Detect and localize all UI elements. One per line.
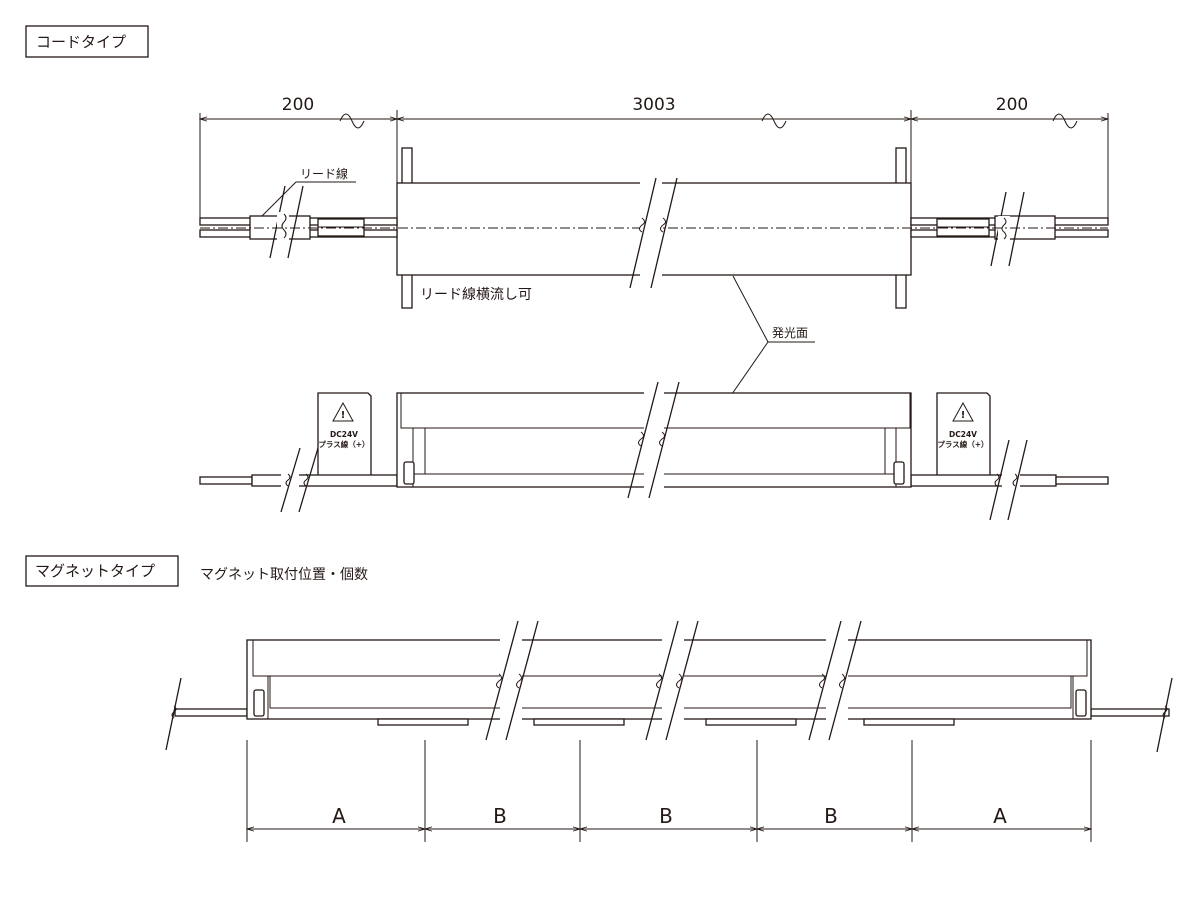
lead-wire-note: リード線横流し可: [420, 287, 532, 303]
break-symbol: [1052, 113, 1078, 129]
side-wire-break-left: [280, 447, 319, 513]
magnet-3: [705, 718, 797, 726]
light-surface-callout: 発光面: [731, 275, 815, 395]
cord-type-label-box: コードタイプ: [25, 25, 149, 58]
side-wire-break-right: [989, 439, 1028, 521]
segment-label-1: A: [332, 804, 346, 828]
warning-text-voltage: DC24V: [330, 430, 358, 439]
magnet-1: [377, 718, 469, 726]
break-symbol: [761, 113, 787, 129]
cord-side-view: ! DC24V プラス線（+） ! DC24V プラス線（+）: [199, 381, 1109, 521]
wire-left-thick: [251, 474, 398, 487]
warning-text-polarity: プラス線（+）: [937, 439, 988, 449]
magnet-side-view: A B B B A: [165, 620, 1173, 842]
side-body-break: [627, 381, 680, 499]
warning-text-polarity: プラス線（+）: [318, 439, 369, 449]
dimension-center-value: 3003: [632, 95, 675, 115]
magnet-wire-left: [174, 708, 248, 717]
magnet-type-label-box: マグネットタイプ: [25, 555, 179, 587]
magnet-wire-break-left: [165, 677, 182, 751]
wire-left-thin: [199, 476, 253, 485]
magnet-break-1: [485, 620, 539, 741]
warning-icon: !: [961, 410, 966, 421]
segment-label-5: A: [993, 804, 1007, 828]
segment-label-2: B: [493, 804, 507, 828]
warning-text-voltage: DC24V: [949, 430, 977, 439]
light-surface-label: 発光面: [772, 326, 808, 340]
lead-wire-right: [910, 191, 1109, 267]
lead-wire-callout: リード線: [261, 166, 356, 217]
warning-label-left: ! DC24V プラス線（+）: [317, 392, 372, 478]
wire-right-thick: [910, 474, 1057, 487]
dimension-left-value: 200: [282, 95, 314, 115]
lead-wire-left: [199, 185, 398, 259]
segment-label-3: B: [659, 804, 673, 828]
wire-right-thin: [1055, 476, 1109, 485]
magnet-break-2: [645, 620, 699, 741]
magnet-4: [863, 718, 955, 726]
body-break: [629, 177, 678, 289]
break-symbol: [339, 113, 365, 129]
magnet-wire-break-right: [1156, 677, 1173, 753]
segment-label-4: B: [824, 804, 838, 828]
warning-label-right: ! DC24V プラス線（+）: [936, 392, 991, 478]
dimension-right: 200: [911, 95, 1108, 129]
magnet-type-label: マグネットタイプ: [35, 562, 155, 580]
magnet-2: [533, 718, 625, 726]
magnet-wire-right: [1090, 708, 1170, 717]
cord-type-label: コードタイプ: [36, 33, 126, 51]
cord-top-view: 200 3003 200: [199, 95, 1109, 395]
dimension-right-value: 200: [996, 95, 1028, 115]
clip-right: [893, 461, 905, 485]
clip-left: [403, 461, 415, 485]
magnet-clip-left: [253, 689, 265, 717]
dimension-center: 3003: [397, 95, 911, 129]
magnet-type-note: マグネット取付位置・個数: [200, 567, 368, 583]
dimension-left: 200: [200, 95, 397, 129]
lead-wire-label: リード線: [300, 166, 348, 181]
magnet-break-3: [808, 620, 862, 741]
magnet-clip-right: [1075, 689, 1087, 717]
segment-dimensions: A B B B A: [247, 740, 1091, 842]
warning-icon: !: [341, 410, 346, 421]
